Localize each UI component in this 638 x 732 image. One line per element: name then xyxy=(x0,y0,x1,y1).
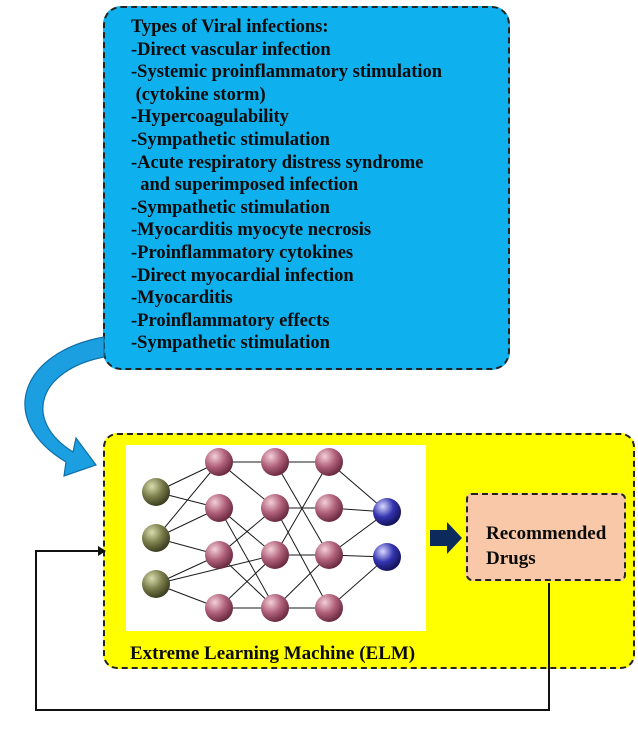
hidden-node xyxy=(205,594,233,622)
types-item: -Sympathetic stimulation xyxy=(131,197,330,218)
network-connection xyxy=(155,461,220,539)
hidden-node xyxy=(261,594,289,622)
network-connection xyxy=(274,507,330,609)
hidden-node xyxy=(261,541,289,569)
network-connection xyxy=(274,461,330,556)
types-item: (cytokine storm) xyxy=(131,84,266,105)
types-item: -Direct myocardial infection xyxy=(131,265,354,286)
neural-network-graphic xyxy=(142,448,401,622)
hidden-node xyxy=(315,448,343,476)
elm-label: Extreme Learning Machine (ELM) xyxy=(130,643,416,664)
types-item: -Myocarditis myocyte necrosis xyxy=(131,220,372,241)
input-node xyxy=(142,524,170,552)
network-nodes xyxy=(142,448,401,622)
hidden-node xyxy=(261,494,289,522)
input-node xyxy=(142,570,170,598)
neural-network-panel xyxy=(126,445,426,631)
types-title: Types of Viral infections: xyxy=(131,17,329,37)
feedback-line xyxy=(35,550,550,711)
types-item: -Sympathetic stimulation xyxy=(131,129,330,150)
hidden-node xyxy=(205,541,233,569)
input-node xyxy=(142,478,170,506)
types-item: and superimposed infection xyxy=(131,175,359,196)
output-node xyxy=(373,543,401,571)
feedback-arrowhead xyxy=(98,546,106,556)
types-item: -Proinflammatory effects xyxy=(131,310,330,331)
recommended-drugs-box: Recommended Drugs xyxy=(466,493,626,581)
network-connection xyxy=(218,507,276,609)
output-node xyxy=(373,498,401,526)
hidden-node xyxy=(315,494,343,522)
types-item: -Acute respiratory distress syndrome xyxy=(131,152,424,173)
curved-arrow xyxy=(24,336,105,477)
hidden-node xyxy=(205,494,233,522)
right-arrow xyxy=(430,522,462,554)
viral-infection-types-box: Types of Viral infections: -Direct vascu… xyxy=(103,6,510,370)
hidden-node xyxy=(261,448,289,476)
hidden-node xyxy=(315,594,343,622)
types-item: -Proinflammatory cytokines xyxy=(131,242,354,263)
types-item: -Myocarditis xyxy=(131,288,233,309)
network-connection xyxy=(155,554,276,585)
types-item: -Direct vascular infection xyxy=(131,39,331,60)
hidden-node xyxy=(205,448,233,476)
types-item: -Sympathetic stimulation xyxy=(131,333,330,354)
recommended-drugs-label: Recommended Drugs xyxy=(486,523,607,569)
hidden-node xyxy=(315,541,343,569)
types-item: -Hypercoagulability xyxy=(131,107,289,128)
types-item: -Systemic proinflammatory stimulation xyxy=(131,62,443,83)
